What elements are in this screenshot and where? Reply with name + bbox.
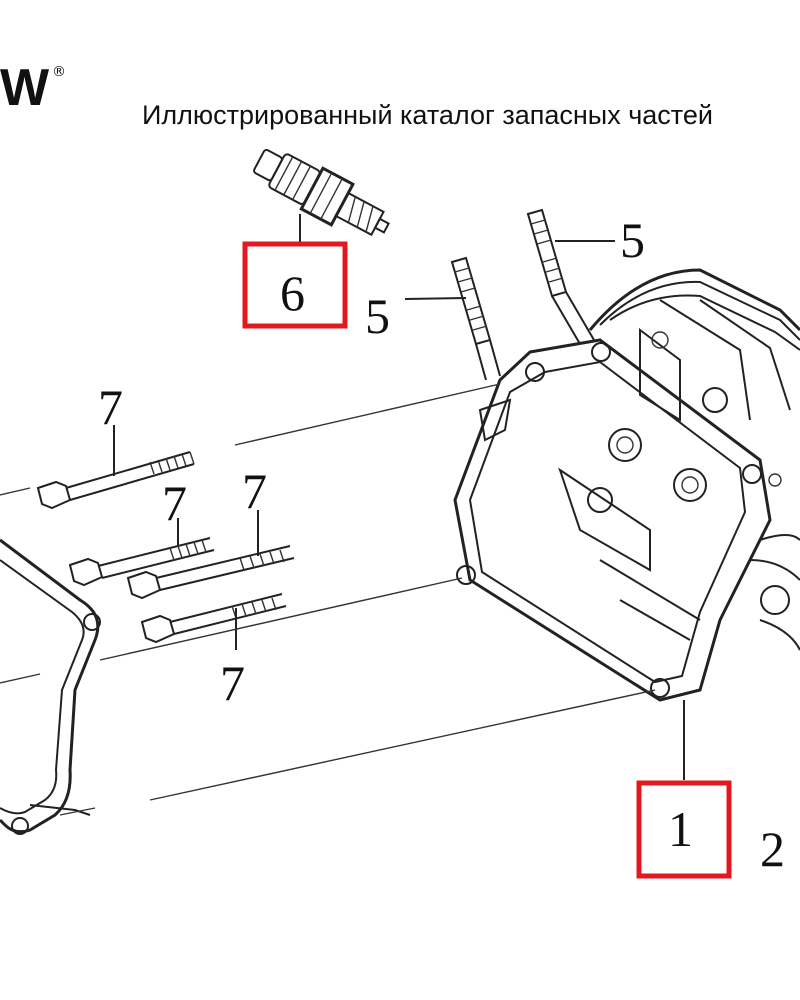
bolt-d[interactable] <box>140 593 287 644</box>
assembly-lines <box>0 383 656 816</box>
highlight-box-cylinder-head <box>636 780 732 879</box>
stud-right[interactable] <box>526 208 595 345</box>
bolt-b[interactable] <box>68 537 215 587</box>
brand-logo: W <box>0 59 49 117</box>
callout-bolt-b: 7 <box>162 475 187 531</box>
callout-cylinder-head: 1 <box>668 801 693 857</box>
callout-stud-right: 5 <box>620 212 645 268</box>
stud-left[interactable] <box>450 256 501 381</box>
spark-plug[interactable] <box>248 140 397 248</box>
callout-stud-left: 5 <box>365 288 390 344</box>
registered-mark: ® <box>52 64 66 80</box>
catalog-title: Иллюстрированный каталог запасных частей <box>142 100 713 130</box>
highlight-box-spark-plug <box>242 241 348 329</box>
bolt-a[interactable] <box>36 451 195 510</box>
leader-line-stud-left <box>404 297 467 300</box>
bolt-c[interactable] <box>126 545 295 600</box>
callout-partial-right: 2 <box>760 821 785 877</box>
head-cover-gasket[interactable] <box>0 538 101 835</box>
callout-bolt-c: 7 <box>242 463 267 519</box>
callout-spark-plug: 6 <box>280 265 305 321</box>
callout-bolt-a: 7 <box>98 379 123 435</box>
callout-bolt-d: 7 <box>220 655 245 711</box>
cylinder-head[interactable] <box>453 268 800 702</box>
